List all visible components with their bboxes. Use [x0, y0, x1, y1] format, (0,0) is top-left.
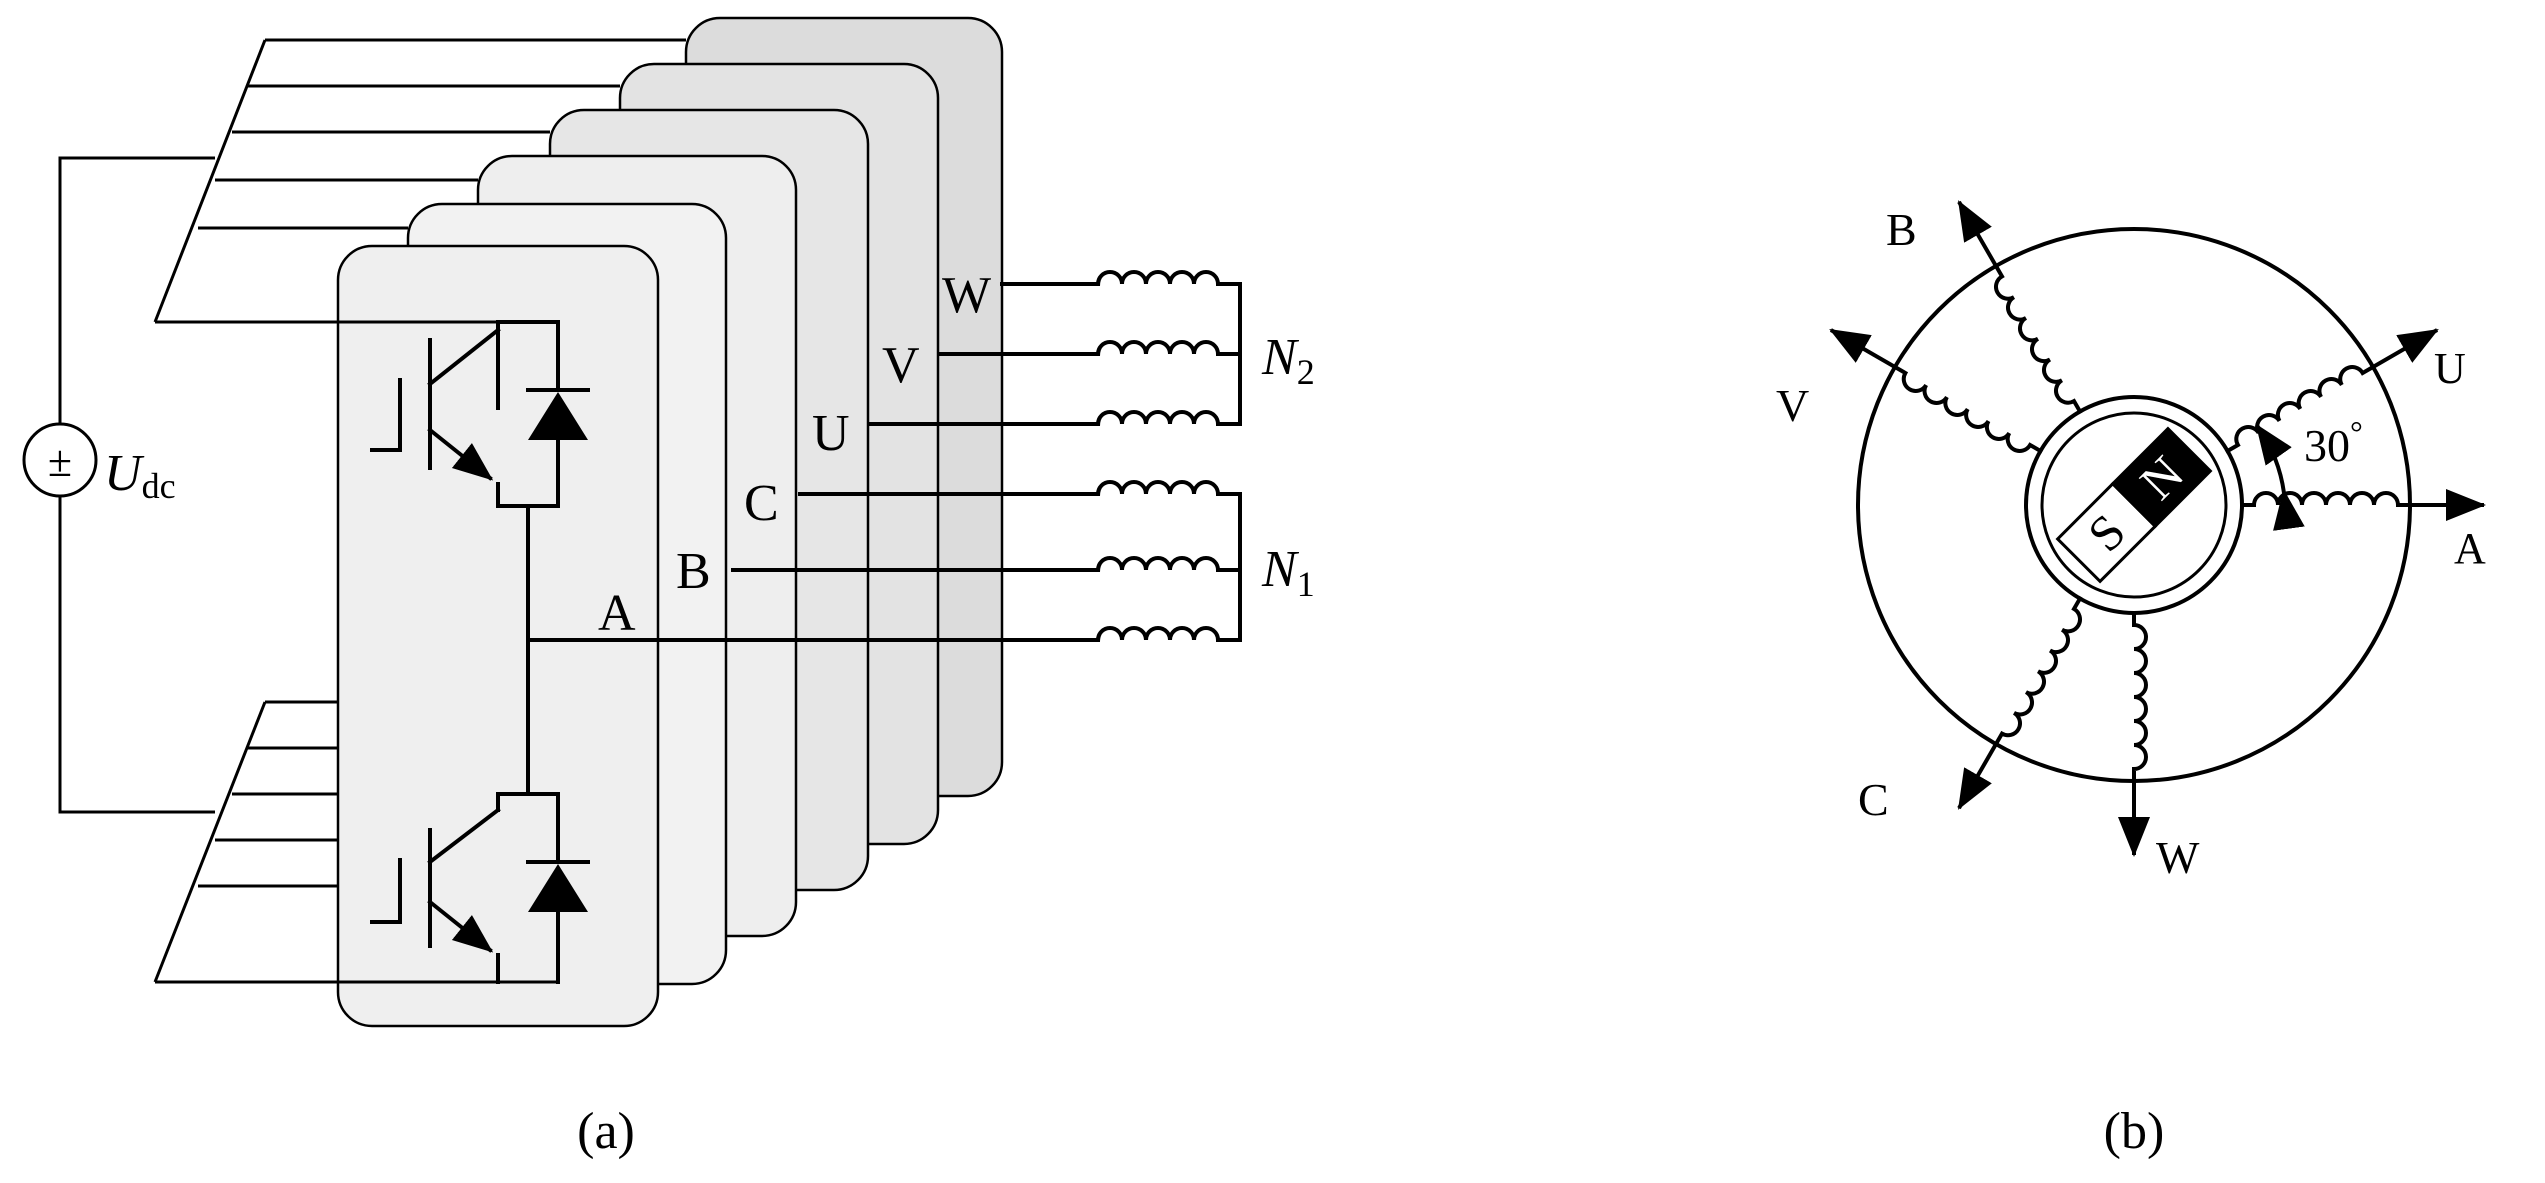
- angle-label: 30°: [2304, 414, 2363, 471]
- upper-dc-bus: [153, 38, 686, 324]
- dc-voltage-source: ±: [22, 422, 98, 498]
- source-label-main: U: [104, 445, 145, 502]
- axis-label-b: B: [1886, 204, 1917, 255]
- neutral-label-1: N1: [1261, 541, 1315, 604]
- caption-b: (b): [2104, 1103, 2165, 1160]
- axis-a: [2240, 489, 2486, 521]
- phase-label-w: W: [942, 267, 991, 324]
- angle-value: 30: [2304, 420, 2350, 471]
- half-bridge-leg-a: [370, 320, 590, 984]
- leg-panel-a: [336, 244, 660, 1028]
- angle-unit: °: [2350, 414, 2363, 450]
- axis-b: [1957, 200, 2083, 415]
- source-label: Udc: [104, 445, 176, 506]
- upper-diode-body: [528, 392, 588, 440]
- phase-label-v: V: [882, 337, 920, 394]
- axis-w: [2118, 611, 2150, 857]
- axis-label-w: W: [2156, 832, 2200, 883]
- winding-coils-a: [1095, 270, 1242, 643]
- lower-diode: [526, 792, 590, 984]
- rotor-magnet: S N: [2055, 426, 2213, 584]
- caption-a: (a): [577, 1103, 635, 1160]
- upper-diode: [526, 358, 590, 508]
- source-label-sub: dc: [142, 466, 176, 506]
- phase-label-b: B: [676, 543, 711, 600]
- neutral-label-2: N2: [1261, 329, 1315, 392]
- lower-diode-body: [528, 864, 588, 912]
- source-sign: ±: [48, 437, 72, 486]
- upper-igbt: [370, 327, 501, 508]
- axis-c: [1957, 595, 2083, 810]
- panel-b-motor-cross-section: S N 30°: [1776, 200, 2486, 883]
- phase-output-wires: [526, 282, 1100, 642]
- neutral-1-main: N: [1261, 541, 1300, 598]
- axis-label-u: U: [2434, 344, 2466, 393]
- neutral-2-sub: 2: [1297, 352, 1315, 392]
- dc-source-wiring: [58, 156, 215, 814]
- axis-label-c: C: [1858, 774, 1889, 825]
- lower-dc-bus: [153, 700, 558, 984]
- neutral-2-main: N: [1261, 329, 1300, 386]
- angle-arc: [2255, 423, 2305, 531]
- magnet-north-pole: [2110, 426, 2213, 529]
- panel-a-inverter-circuit: ± Udc: [22, 16, 1315, 1160]
- phase-label-c: C: [744, 475, 779, 532]
- phase-label-u: U: [812, 405, 850, 462]
- rotor-inner-ring: [2040, 411, 2228, 599]
- neutral-1-sub: 1: [1297, 564, 1315, 604]
- phase-label-a: A: [598, 585, 636, 642]
- inverter-leg-panels: [336, 16, 1004, 1028]
- axis-label-v: V: [1776, 380, 1809, 431]
- source-symbol: [22, 422, 98, 498]
- axis-label-a: A: [2454, 524, 2486, 573]
- axis-v: [1829, 328, 2044, 454]
- lower-igbt: [370, 807, 501, 984]
